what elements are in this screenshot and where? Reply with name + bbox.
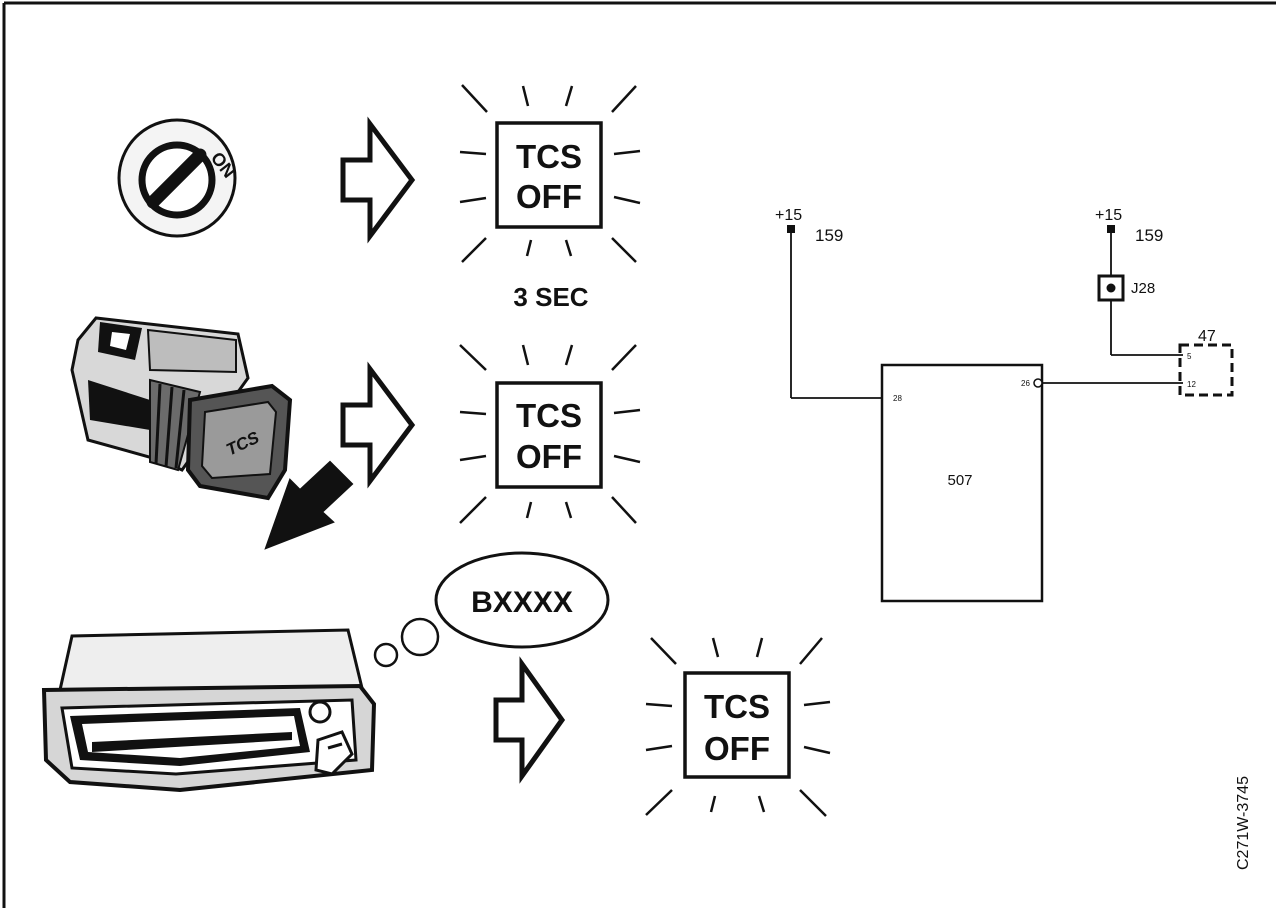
module-label: 507 [947, 472, 972, 489]
supply-terminal-icon [1107, 225, 1115, 233]
thought-bubble-icon [373, 551, 610, 668]
figure-code: C271W-3745 [1235, 776, 1252, 870]
arrow-right-icon [493, 656, 566, 784]
control-module-icon [41, 628, 377, 793]
tcs-off-lamp-icon [459, 344, 641, 524]
ignition-switch-icon: ON [117, 118, 239, 238]
lamp-text-line2: OFF [704, 730, 770, 767]
right-supply-voltage: +15 [1095, 207, 1122, 224]
connector-pin-bottom: 12 [1187, 380, 1196, 389]
wiring-diagram [787, 225, 1234, 603]
module-pin-left: 28 [893, 394, 902, 403]
lamp-text-line1: TCS [704, 688, 770, 725]
left-supply-voltage: +15 [775, 207, 802, 224]
fault-code-text: BXXXX [471, 586, 573, 619]
duration-caption: 3 SEC [513, 282, 588, 312]
right-supply-circuit: 159 [1135, 226, 1163, 245]
arrow-right-icon [340, 361, 416, 489]
press-arrow-icon [264, 460, 354, 550]
connector-pin-top: 5 [1187, 352, 1192, 361]
tcs-switch-icon: TCS [70, 316, 293, 501]
module-507-box [880, 363, 1044, 603]
arrow-right-icon [340, 116, 416, 244]
connector-47-box [1178, 343, 1234, 397]
tcs-off-lamp-icon [645, 637, 831, 817]
lamp-text-line1: TCS [516, 138, 582, 175]
supply-terminal-icon [787, 225, 795, 233]
left-supply-circuit: 159 [815, 226, 843, 245]
module-pin-right: 26 [1021, 379, 1030, 388]
connector-label: 47 [1198, 328, 1216, 345]
lamp-text-line1: TCS [516, 397, 582, 434]
lamp-text-line2: OFF [516, 178, 582, 215]
lamp-text-line2: OFF [516, 438, 582, 475]
junction-label: J28 [1131, 280, 1155, 297]
tcs-off-lamp-icon [459, 84, 641, 263]
